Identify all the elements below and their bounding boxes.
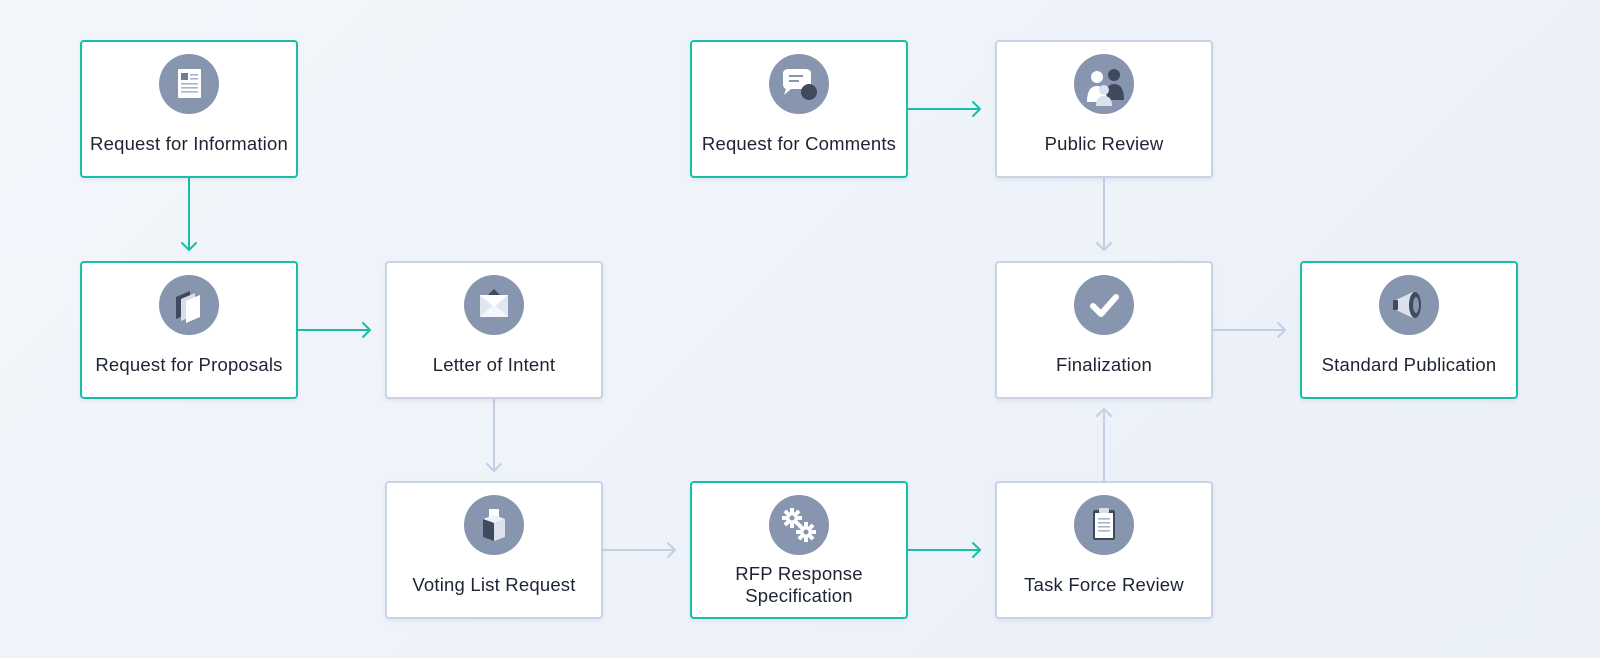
checkmark-icon (1074, 275, 1134, 335)
node-request-for-comments[interactable]: Request for Comments (690, 40, 908, 178)
node-request-for-proposals[interactable]: Request for Proposals (80, 261, 298, 399)
node-label: Request for Proposals (95, 354, 283, 375)
node-request-for-information[interactable]: Request for Information (80, 40, 298, 178)
node-standard-publication[interactable]: Standard Publication (1300, 261, 1518, 399)
node-task-force-review[interactable]: Task Force Review (995, 481, 1213, 619)
node-label: Voting List Request (412, 574, 576, 595)
document-icon (159, 54, 219, 114)
arrowhead-pr-fin (1096, 242, 1112, 251)
chat-bubbles-icon (769, 54, 829, 114)
arrowhead-rfi-rfp (181, 242, 197, 251)
node-letter-of-intent[interactable]: Letter of Intent (385, 261, 603, 399)
megaphone-icon (1379, 275, 1439, 335)
node-finalization[interactable]: Finalization (995, 261, 1213, 399)
node-label: Request for Comments (701, 133, 897, 154)
arrowhead-vlr-rfprs (667, 542, 676, 558)
node-public-review[interactable]: Public Review (995, 40, 1213, 178)
node-voting-list-request[interactable]: Voting List Request (385, 481, 603, 619)
arrowhead-rfprs-tfr (972, 542, 981, 558)
node-label: Task Force Review (1024, 574, 1184, 595)
node-label: Standard Publication (1321, 354, 1497, 375)
node-label: RFP Response Specification (735, 563, 863, 606)
arrowhead-rfc-pr (972, 101, 981, 117)
ballot-box-icon (464, 495, 524, 555)
arrowhead-fin-sp (1277, 322, 1286, 338)
arrowhead-tfr-fin (1096, 408, 1112, 417)
arrowhead-rfp-loi (362, 322, 371, 338)
node-label: Finalization (1056, 354, 1152, 375)
arrowhead-loi-vlr (486, 463, 502, 472)
folders-icon (159, 275, 219, 335)
clipboard-icon (1074, 495, 1134, 555)
gears-icon (769, 495, 829, 555)
node-label: Public Review (1044, 133, 1164, 154)
node-label: Request for Information (90, 133, 288, 154)
envelope-icon (464, 275, 524, 335)
node-label: Letter of Intent (432, 354, 556, 375)
people-icon (1074, 54, 1134, 114)
node-rfp-response-specification[interactable]: RFP Response Specification (690, 481, 908, 619)
